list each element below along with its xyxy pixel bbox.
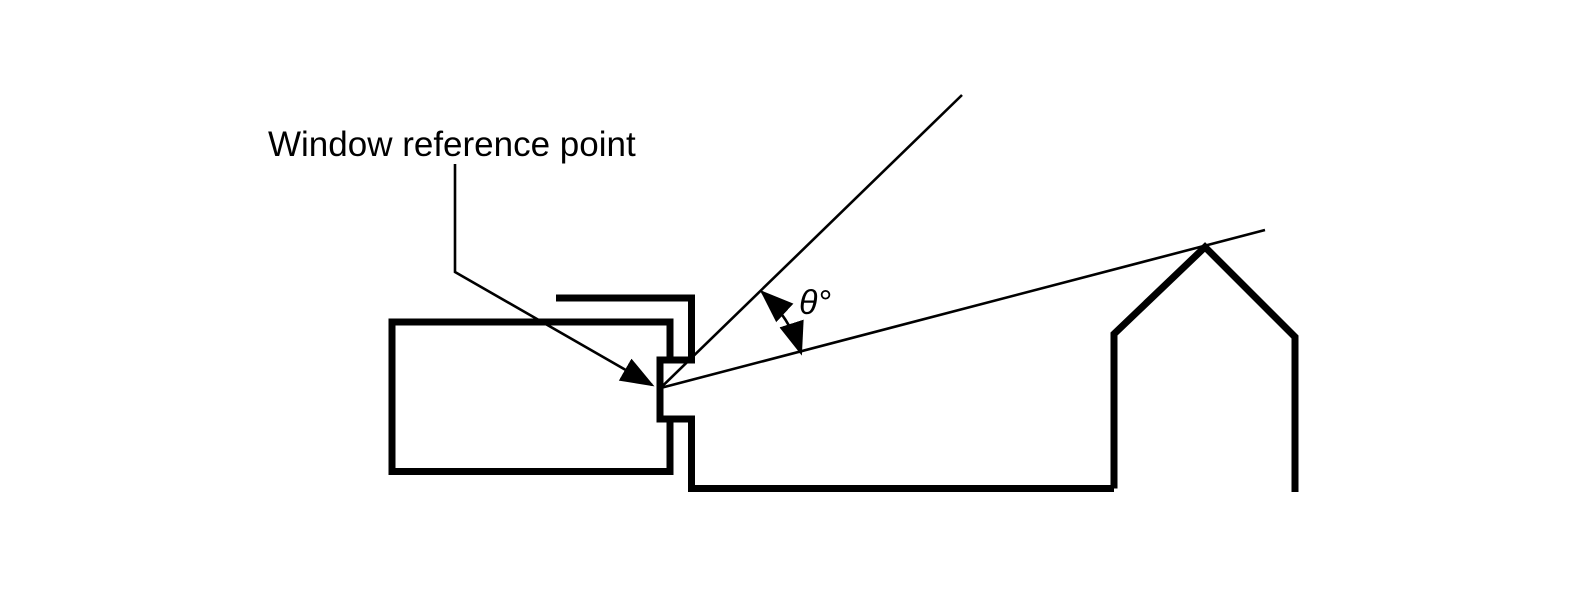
sight-line-lower bbox=[660, 228, 1266, 390]
theta-degree-label: θ° bbox=[799, 284, 831, 322]
leader-line bbox=[453, 164, 655, 387]
window-reference-point-label: Window reference point bbox=[268, 125, 636, 164]
angle-arc bbox=[759, 290, 804, 356]
wall-window-ground-outline bbox=[556, 294, 1114, 492]
sight-line-upper bbox=[659, 94, 963, 389]
adjacent-building-outline bbox=[1110, 242, 1299, 492]
room-section-outline bbox=[388, 318, 674, 475]
